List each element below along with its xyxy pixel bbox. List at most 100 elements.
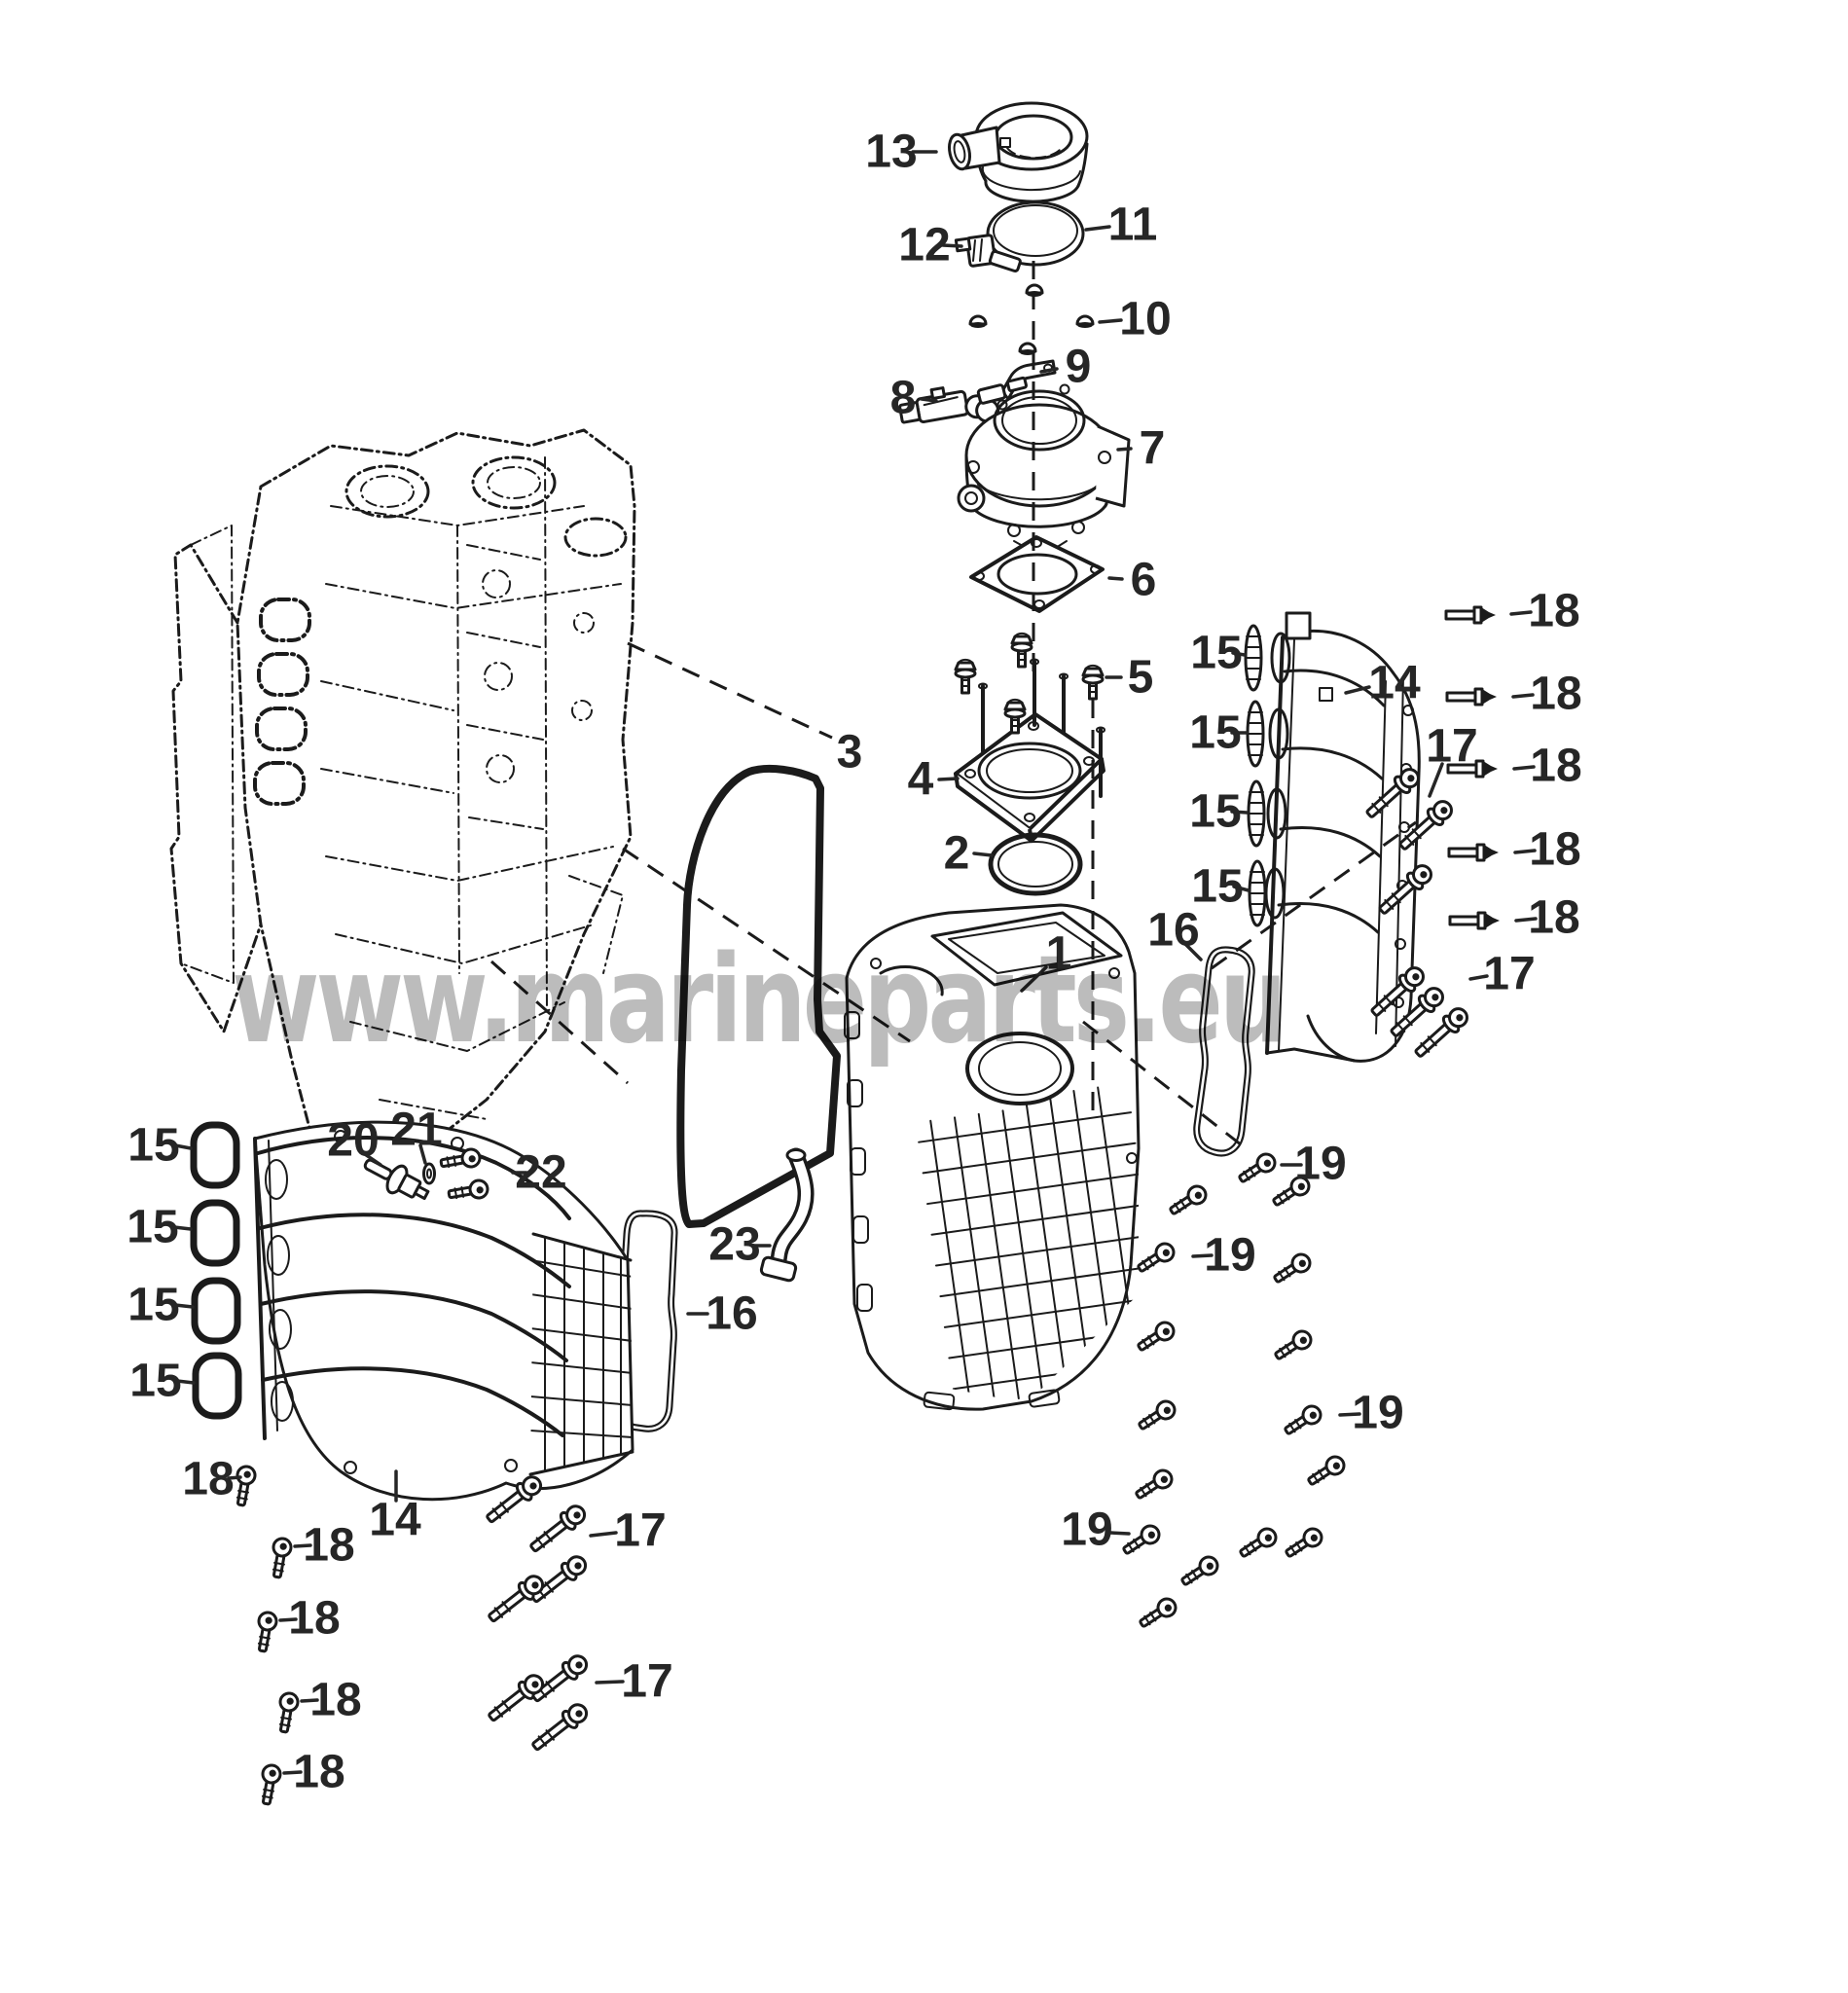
callout-label-15: 15 [129, 1356, 181, 1407]
part-21-washer [422, 1162, 436, 1185]
callout-leader-18 [300, 1698, 319, 1703]
callout-leader-18 [278, 1617, 298, 1622]
part-16-gasket-right [1193, 946, 1255, 1157]
callout-leader-6 [1107, 576, 1124, 581]
callout-leader-8 [920, 397, 938, 403]
part-12-clamp-screw [954, 234, 1022, 273]
dashed-guide-line [1082, 1020, 1247, 1150]
callout-label-10: 10 [1119, 294, 1171, 345]
callout-label-2: 2 [944, 828, 970, 880]
screw-19 [1135, 1594, 1180, 1633]
callout-label-15: 15 [1191, 861, 1243, 913]
callout-leader-18 [1514, 917, 1538, 923]
callout-leader-17 [1468, 974, 1489, 981]
bolt-17-left [526, 1698, 593, 1757]
callout-label-18: 18 [1530, 741, 1581, 792]
callout-label-5: 5 [1128, 652, 1154, 704]
callout-leader-15 [172, 1225, 193, 1231]
part-7-throttle-body [957, 376, 1131, 552]
screw-19 [1131, 1466, 1177, 1504]
callout-leader-16 [1182, 941, 1203, 961]
bolt-18-right [1447, 843, 1501, 862]
callout-label-9: 9 [1066, 342, 1092, 393]
screw-18-left [256, 1762, 283, 1807]
callout-label-22: 22 [515, 1147, 566, 1199]
callout-label-7: 7 [1140, 423, 1166, 475]
callout-label-4: 4 [908, 754, 934, 806]
part-15-seals-right [1244, 624, 1267, 927]
callout-leader-20 [363, 1152, 382, 1167]
callout-label-14: 14 [369, 1495, 421, 1546]
screw-19 [1165, 1181, 1211, 1220]
callout-label-15: 15 [1189, 707, 1241, 759]
callout-leader-15 [1232, 885, 1250, 892]
screw-18-left [252, 1610, 279, 1654]
callout-label-15: 15 [127, 1280, 179, 1331]
assembly-guide-lines [490, 261, 1417, 1150]
callout-label-20: 20 [327, 1115, 379, 1167]
callout-label-18: 18 [293, 1747, 344, 1798]
callout-label-19: 19 [1061, 1504, 1112, 1556]
part-23-breather-hose [759, 1147, 815, 1283]
callout-leader-12 [941, 243, 963, 248]
callout-label-15: 15 [127, 1202, 178, 1253]
callout-label-18: 18 [288, 1593, 340, 1645]
callout-leader-15 [173, 1303, 195, 1309]
callout-label-16: 16 [1147, 905, 1199, 957]
watermark-text: www.marineparts.eu [232, 930, 1287, 1070]
dashed-guide-line [490, 960, 629, 1085]
bolt-5 [1081, 664, 1105, 701]
cap-nut-10 [1075, 314, 1095, 330]
callout-label-23: 23 [708, 1219, 760, 1271]
callout-label-11: 11 [1108, 199, 1158, 251]
callout-label-18: 18 [1529, 824, 1580, 876]
callout-leader-18 [227, 1475, 242, 1480]
part-20-sensor [363, 1158, 430, 1200]
callout-leader-19 [1338, 1412, 1361, 1417]
callout-label-19: 19 [1204, 1230, 1255, 1282]
callout-leader-15 [175, 1379, 196, 1385]
screw-19 [1235, 1524, 1281, 1563]
callout-leader-17 [1428, 762, 1444, 798]
callout-label-17: 17 [1426, 721, 1477, 773]
callout-leader-7 [1116, 447, 1133, 452]
callout-leader-18 [1511, 693, 1535, 699]
callout-leader-1 [1020, 965, 1048, 993]
part-2-o-ring [988, 832, 1083, 896]
callout-label-6: 6 [1131, 555, 1157, 606]
callout-leader-19 [1108, 1531, 1131, 1536]
callout-label-17: 17 [1483, 949, 1535, 1000]
screw-19 [1280, 1401, 1325, 1440]
callout-leader-18 [1512, 765, 1536, 771]
part-14-intake-manifold-left [253, 1120, 634, 1502]
part-13-air-intake-horn [948, 101, 1089, 203]
callout-leader-17 [589, 1531, 618, 1538]
callout-label-18: 18 [1528, 892, 1579, 944]
screw-19 [1133, 1318, 1178, 1357]
part-4-adapter-plate [954, 658, 1105, 843]
callout-leader-17 [595, 1680, 625, 1685]
callout-leader-9 [1039, 367, 1059, 374]
screw-19 [1303, 1452, 1349, 1491]
screw-19 [1270, 1326, 1316, 1365]
callout-label-15: 15 [1189, 786, 1241, 838]
bolt-17-left [525, 1500, 591, 1558]
callout-label-18: 18 [1530, 669, 1581, 720]
callout-label-12: 12 [898, 220, 950, 272]
part-3-manifold-gasket [676, 764, 841, 1228]
cap-nut-10 [968, 314, 988, 330]
callout-label-17: 17 [621, 1656, 672, 1708]
callout-leader-18 [282, 1770, 303, 1775]
callout-label-14: 14 [1368, 658, 1421, 709]
callout-leader-15 [1231, 651, 1247, 657]
screw-19 [1281, 1524, 1326, 1563]
callout-leader-21 [418, 1143, 427, 1165]
callout-label-21: 21 [390, 1105, 442, 1156]
callout-label-13: 13 [865, 127, 917, 178]
callout-label-8: 8 [890, 373, 917, 424]
callout-leader-18 [1509, 610, 1533, 616]
callout-label-18: 18 [309, 1675, 361, 1726]
screw-19 [1133, 1239, 1178, 1278]
